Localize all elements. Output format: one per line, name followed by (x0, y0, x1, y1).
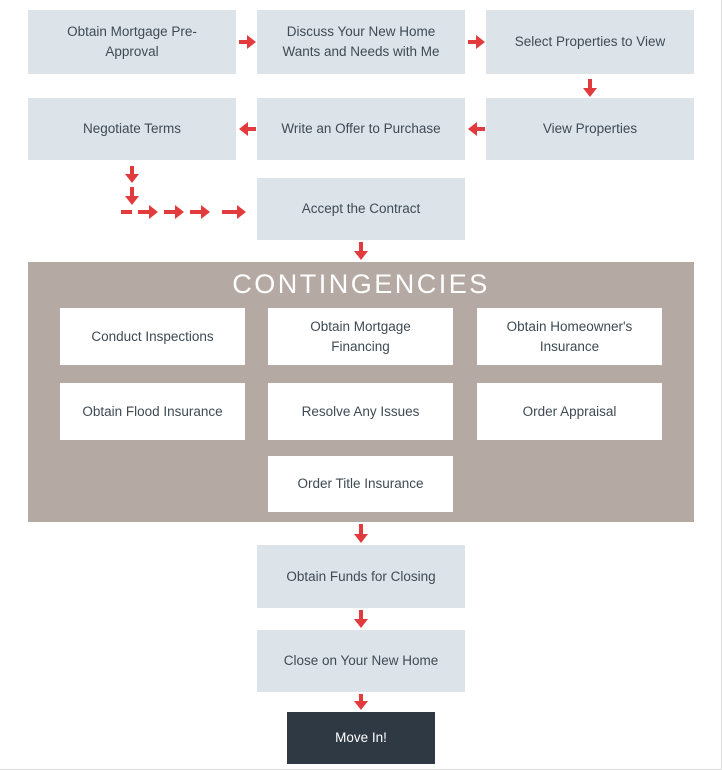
step-label: Select Properties to View (514, 34, 666, 50)
contingencies-title: CONTINGENCIES (232, 269, 490, 299)
step-order-title-insurance: Order Title Insurance (268, 456, 453, 512)
dashed-arrow-down-icon (125, 166, 139, 183)
step-label: Accept the Contract (301, 201, 421, 217)
step-label: View Properties (542, 121, 638, 137)
step-write-offer: Write an Offer to Purchase (257, 98, 465, 160)
step-discuss-wants-needs: Discuss Your New Home Wants and Needs wi… (257, 10, 465, 74)
arrow-down-icon (583, 79, 597, 97)
step-select-properties: Select Properties to View (486, 10, 694, 74)
dashed-arrow-right-icon (190, 205, 210, 219)
step-label: Obtain Homeowner's Insurance (506, 318, 633, 354)
step-obtain-mortgage-pre-approval: Obtain Mortgage Pre-Approval (28, 10, 236, 74)
dashed-arrow-right-icon (222, 205, 246, 219)
step-label: Move In! (335, 730, 387, 746)
step-accept-contract: Accept the Contract (257, 178, 465, 240)
step-view-properties: View Properties (486, 98, 694, 160)
step-label: Write an Offer to Purchase (281, 121, 441, 137)
step-negotiate-terms: Negotiate Terms (28, 98, 236, 160)
dash-mark (121, 210, 132, 214)
step-conduct-inspections: Conduct Inspections (60, 308, 245, 365)
step-obtain-homeowners-insurance: Obtain Homeowner's Insurance (477, 308, 662, 365)
step-label: Negotiate Terms (82, 121, 182, 137)
arrow-down-icon (354, 694, 368, 710)
step-resolve-any-issues: Resolve Any Issues (268, 383, 453, 440)
step-obtain-funds-for-closing: Obtain Funds for Closing (257, 545, 465, 608)
dashed-arrow-right-icon (138, 205, 158, 219)
arrow-left-icon (239, 122, 256, 136)
step-move-in: Move In! (287, 712, 435, 764)
step-close-on-new-home: Close on Your New Home (257, 630, 465, 692)
step-label: Obtain Flood Insurance (82, 403, 223, 419)
step-label: Discuss Your New Home Wants and Needs wi… (282, 24, 440, 59)
dashed-arrow-down-icon (125, 187, 139, 205)
step-label: Obtain Mortgage Pre-Approval (67, 24, 197, 59)
step-obtain-flood-insurance: Obtain Flood Insurance (60, 383, 245, 440)
step-obtain-mortgage-financing: Obtain Mortgage Financing (268, 308, 453, 365)
step-label: Conduct Inspections (91, 328, 214, 344)
step-label: Close on Your New Home (283, 653, 439, 669)
step-order-appraisal: Order Appraisal (477, 383, 662, 440)
dashed-arrow-right-icon (164, 205, 184, 219)
step-label: Order Appraisal (522, 403, 617, 419)
arrow-right-icon (239, 35, 256, 49)
step-label: Obtain Mortgage Financing (310, 318, 411, 354)
step-label: Order Title Insurance (297, 476, 424, 492)
step-label: Obtain Funds for Closing (286, 568, 436, 584)
arrow-down-icon (354, 242, 368, 260)
arrow-right-icon (468, 35, 485, 49)
arrow-left-icon (468, 122, 485, 136)
step-label: Resolve Any Issues (301, 403, 420, 419)
arrow-down-icon (354, 524, 368, 543)
arrow-down-icon (354, 610, 368, 628)
contingencies-panel: CONTINGENCIES Conduct Inspections Obtain… (28, 262, 694, 522)
